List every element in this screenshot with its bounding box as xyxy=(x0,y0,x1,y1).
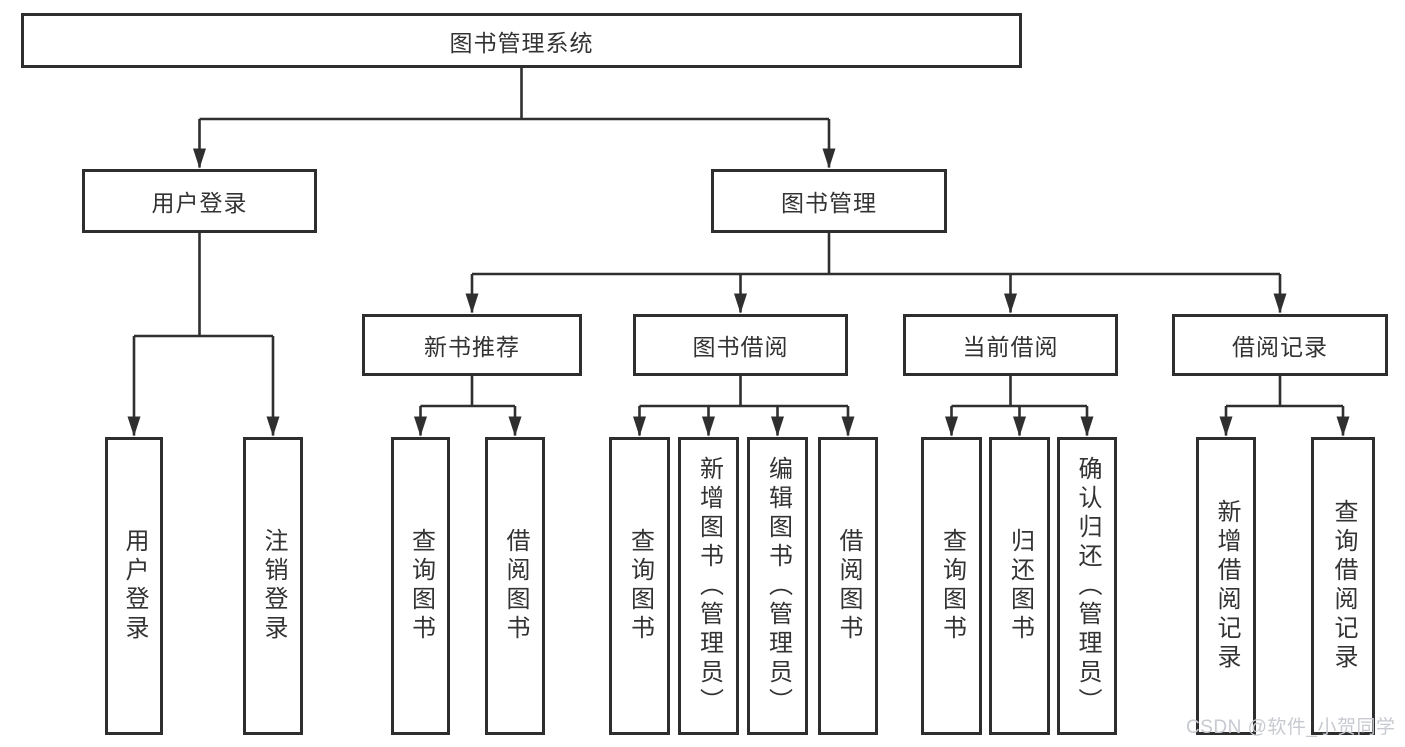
leaf-confirm-return-admin: 确认归还（管理员） xyxy=(1057,437,1117,735)
watermark-text: CSDN @软件_小贺同学 xyxy=(1186,717,1396,738)
leaf-label: 归还图书 xyxy=(1006,528,1034,644)
leaf-label: 新增图书（管理员） xyxy=(695,455,723,717)
leaf-query-books-borrow: 查询图书 xyxy=(609,437,670,735)
leaf-borrow-books: 借阅图书 xyxy=(818,437,878,735)
node-user-login: 用户登录 xyxy=(82,169,317,233)
leaf-label: 查询图书 xyxy=(626,528,654,644)
leaf-label: 借阅图书 xyxy=(835,528,862,644)
leaf-borrow-books-recommend: 借阅图书 xyxy=(485,437,545,735)
node-borrowing-records: 借阅记录 xyxy=(1172,314,1388,376)
leaf-label: 查询图书 xyxy=(938,528,966,644)
leaf-label: 借阅图书 xyxy=(502,528,529,644)
leaf-return-book: 归还图书 xyxy=(989,437,1050,735)
node-book-borrowing: 图书借阅 xyxy=(633,314,848,376)
leaf-edit-book-admin: 编辑图书（管理员） xyxy=(747,437,808,735)
leaf-label: 注销登录 xyxy=(260,528,287,644)
leaf-label: 查询图书 xyxy=(407,528,435,644)
leaf-add-borrow-record: 新增借阅记录 xyxy=(1196,437,1256,735)
leaf-query-books-current: 查询图书 xyxy=(921,437,982,735)
leaf-query-books-recommend: 查询图书 xyxy=(391,437,450,735)
leaf-label: 编辑图书（管理员） xyxy=(764,455,792,717)
leaf-add-book-admin: 新增图书（管理员） xyxy=(678,437,739,735)
leaf-logout: 注销登录 xyxy=(243,437,303,735)
leaf-label: 查询借阅记录 xyxy=(1330,499,1357,673)
node-new-book-recommendation: 新书推荐 xyxy=(362,314,582,376)
node-root-library-system: 图书管理系统 xyxy=(21,13,1022,68)
node-current-borrowing: 当前借阅 xyxy=(903,314,1118,376)
leaf-user-login: 用户登录 xyxy=(105,437,163,735)
leaf-query-borrow-record: 查询借阅记录 xyxy=(1311,437,1375,735)
leaf-label: 确认归还（管理员） xyxy=(1074,455,1101,717)
node-book-management: 图书管理 xyxy=(711,169,947,233)
leaf-label: 新增借阅记录 xyxy=(1213,499,1240,673)
leaf-label: 用户登录 xyxy=(121,528,148,644)
